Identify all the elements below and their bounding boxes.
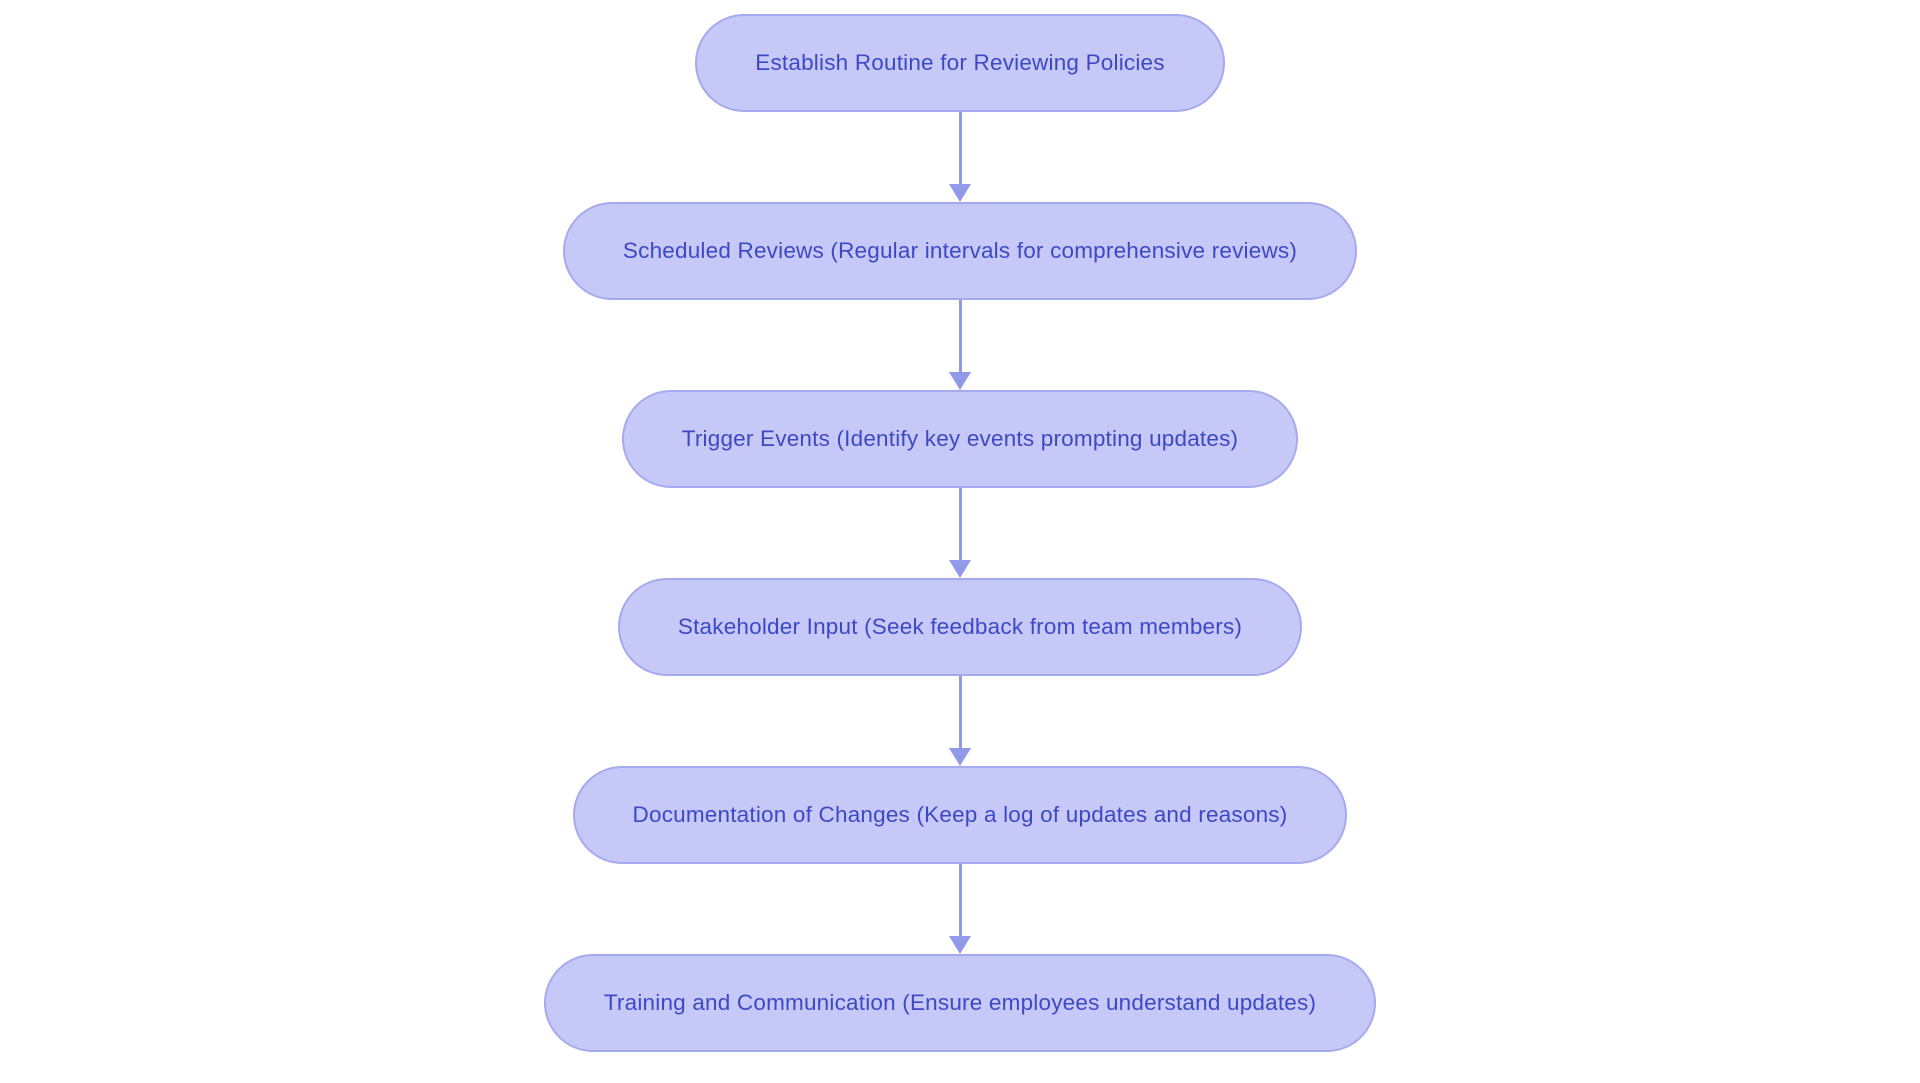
- arrow-down-icon: [949, 936, 971, 954]
- flow-node-label: Training and Communication (Ensure emplo…: [603, 990, 1317, 1015]
- flow-node-label: Scheduled Reviews (Regular intervals for…: [622, 238, 1298, 263]
- flow-node-label: Establish Routine for Reviewing Policies: [755, 50, 1165, 75]
- arrow-line: [958, 676, 962, 749]
- flow-arrow-1: [949, 112, 971, 202]
- flow-node-scheduled-reviews: Scheduled Reviews (Regular intervals for…: [562, 202, 1358, 300]
- flow-node-documentation-of-changes: Documentation of Changes (Keep a log of …: [572, 766, 1348, 864]
- flow-arrow-5: [949, 864, 971, 954]
- flow-arrow-3: [949, 488, 971, 578]
- flow-node-stakeholder-input: Stakeholder Input (Seek feedback from te…: [617, 578, 1303, 676]
- arrow-line: [958, 300, 962, 373]
- arrow-down-icon: [949, 184, 971, 202]
- flow-arrow-4: [949, 676, 971, 766]
- arrow-down-icon: [949, 748, 971, 766]
- flow-node-label: Stakeholder Input (Seek feedback from te…: [677, 614, 1243, 639]
- arrow-line: [958, 864, 962, 937]
- flow-arrow-2: [949, 300, 971, 390]
- arrow-line: [958, 488, 962, 561]
- flow-node-establish-routine: Establish Routine for Reviewing Policies: [695, 14, 1225, 112]
- arrow-down-icon: [949, 560, 971, 578]
- flow-node-label: Documentation of Changes (Keep a log of …: [632, 802, 1288, 827]
- flow-node-trigger-events: Trigger Events (Identify key events prom…: [621, 390, 1299, 488]
- flow-node-label: Trigger Events (Identify key events prom…: [681, 426, 1239, 451]
- arrow-line: [958, 112, 962, 185]
- flow-node-training-and-communication: Training and Communication (Ensure emplo…: [543, 954, 1377, 1052]
- arrow-down-icon: [949, 372, 971, 390]
